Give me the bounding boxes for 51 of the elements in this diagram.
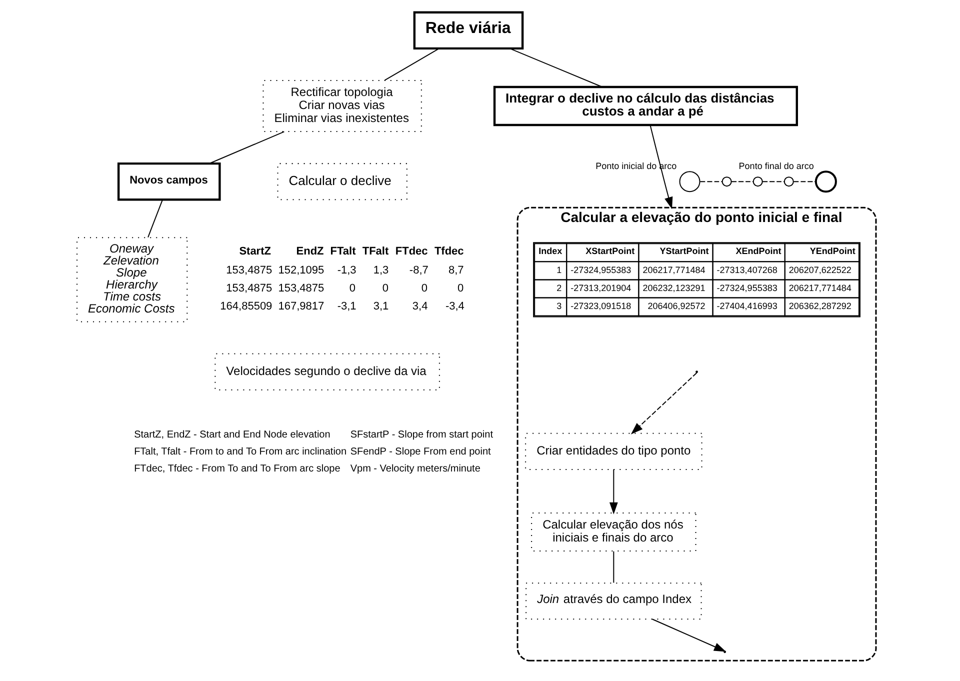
label: XEndPoint bbox=[735, 246, 781, 256]
label: StartZ, EndZ - Start and End Node elevation bbox=[134, 429, 330, 440]
label: 153,4875 bbox=[226, 264, 272, 276]
label: Tfdec bbox=[434, 245, 464, 258]
label: 206207,622522 bbox=[788, 264, 851, 275]
label: 164,85509 bbox=[220, 300, 272, 313]
label: 1 bbox=[556, 264, 562, 275]
label: FTalt, Tfalt - From to and To From arc inclination bbox=[134, 446, 346, 458]
label: 206217,771484 bbox=[642, 264, 705, 275]
label: -27313,407268 bbox=[716, 264, 777, 275]
label: SFendP - Slope From end point bbox=[350, 446, 490, 458]
label: FTalt bbox=[330, 245, 356, 258]
label: 0 bbox=[348, 282, 355, 295]
label: -27323,091518 bbox=[570, 300, 631, 311]
label: 206362,287292 bbox=[788, 300, 851, 311]
node-label: Ponto final do arco bbox=[738, 160, 814, 171]
label: -8,7 bbox=[408, 264, 428, 276]
label: -27404,416993 bbox=[716, 300, 777, 311]
label: -3,1 bbox=[336, 300, 356, 313]
label: EndZ bbox=[296, 245, 324, 258]
label: Index bbox=[538, 246, 562, 256]
label: -1,3 bbox=[336, 264, 356, 276]
label: 0 bbox=[382, 282, 388, 295]
label: -27313,201904 bbox=[570, 282, 631, 293]
label: 3,4 bbox=[412, 300, 428, 313]
label: 153,4875 bbox=[278, 282, 324, 295]
label: 206406,92572 bbox=[647, 300, 705, 311]
label: 167,9817 bbox=[278, 300, 324, 313]
label: 3,1 bbox=[372, 300, 388, 313]
label: -27324,955383 bbox=[716, 282, 777, 293]
label: YEndPoint bbox=[809, 246, 855, 256]
label: Vpm - Velocity meters/minute bbox=[350, 463, 480, 474]
label: StartZ bbox=[238, 245, 270, 258]
label: 0 bbox=[456, 282, 464, 295]
label: TFalt bbox=[362, 245, 388, 258]
label: XStartPoint bbox=[585, 246, 634, 256]
label: 206217,771484 bbox=[788, 282, 851, 293]
label: 3 bbox=[556, 300, 562, 311]
label: FTdec bbox=[394, 245, 428, 258]
label: -27324,955383 bbox=[570, 264, 631, 275]
label: 206232,123291 bbox=[642, 282, 705, 293]
label: 8,7 bbox=[448, 264, 464, 276]
label: 152,1095 bbox=[278, 264, 324, 276]
label: 0 bbox=[420, 282, 428, 295]
label: YStartPoint bbox=[659, 246, 708, 256]
label: -3,4 bbox=[444, 300, 464, 313]
label: 153,4875 bbox=[226, 282, 272, 295]
label: SFstartP - Slope from start point bbox=[350, 429, 492, 440]
label: 1,3 bbox=[372, 264, 388, 276]
label: FTdec, Tfdec - From To and To From arc slope bbox=[134, 463, 340, 474]
label: 2 bbox=[556, 282, 562, 293]
